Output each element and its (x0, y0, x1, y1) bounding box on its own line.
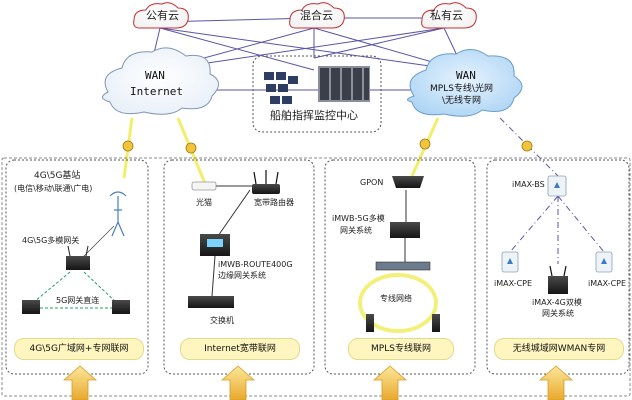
panel-mpls (324, 159, 476, 375)
mpls-gateway-icon (390, 222, 420, 238)
gateway-switch-line (211, 255, 216, 297)
cell-tower-icon (109, 191, 127, 237)
wan-private-line2: MPLS专线\光网 (430, 84, 493, 94)
router-device-icon (66, 245, 90, 270)
base-station-carriers: (电信\移动\联通\广电) (14, 184, 93, 193)
broadband-router-label: 宽带路由器 (254, 198, 294, 207)
control-center-label: 船舶指挥监控中心 (270, 109, 358, 122)
wireless-links (509, 195, 605, 264)
base-station-icon (547, 175, 567, 197)
wan-internet-title: WAN (145, 69, 165, 82)
cpe-left-label: iMAX-CPE (494, 279, 533, 288)
dual-mode-gateway-system: 网关系统 (542, 309, 574, 318)
edge-gateway-system: 边缘网关系统 (218, 271, 266, 280)
modem-gateway-line (217, 189, 251, 237)
dual-mode-gateway-model: iMAX-4G双模 (532, 298, 582, 307)
wan-internet-cloud (102, 47, 219, 115)
edge-gateway-icon (200, 234, 230, 256)
public-cloud (133, 2, 189, 29)
broadband-router-icon (252, 170, 280, 194)
switch-icon (188, 296, 234, 308)
optical-modem-icon (191, 181, 217, 191)
control-center-box (252, 55, 382, 133)
direct-connect-label: 5G网关直连 (56, 296, 100, 305)
direct-link-dashes (33, 271, 119, 309)
gateway-left-icon (22, 300, 40, 314)
multimode-gateway-label: 4G\5G多模网关 (22, 236, 80, 245)
core-switch-icon (375, 261, 431, 271)
edge-gateway-model: iMWB-ROUTE400G (218, 260, 293, 269)
gpon-label: GPON (360, 178, 384, 187)
panel2-footer: Internet宽带联网 (180, 338, 300, 360)
base-station-label: 4G\5G基站 (34, 171, 81, 181)
private-line-ring (358, 273, 438, 333)
panel4-footer: 无线城域网WMAN专网 (494, 338, 624, 360)
panel1-footer: 4G\5G广域网+专网联网 (14, 338, 144, 360)
panel3-footer: MPLS专线联网 (348, 338, 454, 360)
gpon-icon (392, 176, 424, 188)
wan-private-title: WAN (456, 69, 476, 82)
uplink-arrow-icon (62, 365, 574, 400)
hybrid-cloud (289, 2, 345, 29)
panel-4g5g (5, 159, 149, 375)
monitor-wall-icon (264, 72, 298, 104)
panel-internet (163, 159, 315, 375)
wan-private-line3: \无线专网 (442, 96, 482, 106)
public-cloud-label: 公有云 (146, 9, 179, 22)
cpe-right-icon (595, 251, 613, 273)
gateway-right-icon (112, 300, 130, 314)
wan-private-cloud (407, 49, 523, 117)
dual-mode-gateway-icon (548, 265, 568, 294)
private-cloud-label: 私有云 (430, 9, 463, 22)
base-station-bs-label: iMAX-BS (512, 180, 545, 189)
private-cloud (421, 2, 477, 29)
server-rack-icon (318, 66, 370, 102)
mpls-gateway-system: 网关系统 (340, 226, 372, 235)
ring-node-icon (366, 314, 440, 332)
outer-frame (1, 157, 631, 397)
wan-internet-subtitle: Internet (130, 85, 183, 98)
cpe-right-label: iMAX-CPE (588, 279, 627, 288)
optical-modem-label: 光猫 (196, 198, 212, 207)
cpe-left-icon (501, 251, 519, 273)
panel-wman (486, 159, 630, 375)
lock-badge-icon (122, 138, 533, 154)
mpls-gateway-model: iMWB-5G多模 (332, 214, 385, 223)
switch-label: 交换机 (210, 316, 234, 325)
hybrid-cloud-label: 混合云 (300, 9, 333, 22)
private-line-network-label: 专线网络 (380, 294, 412, 303)
